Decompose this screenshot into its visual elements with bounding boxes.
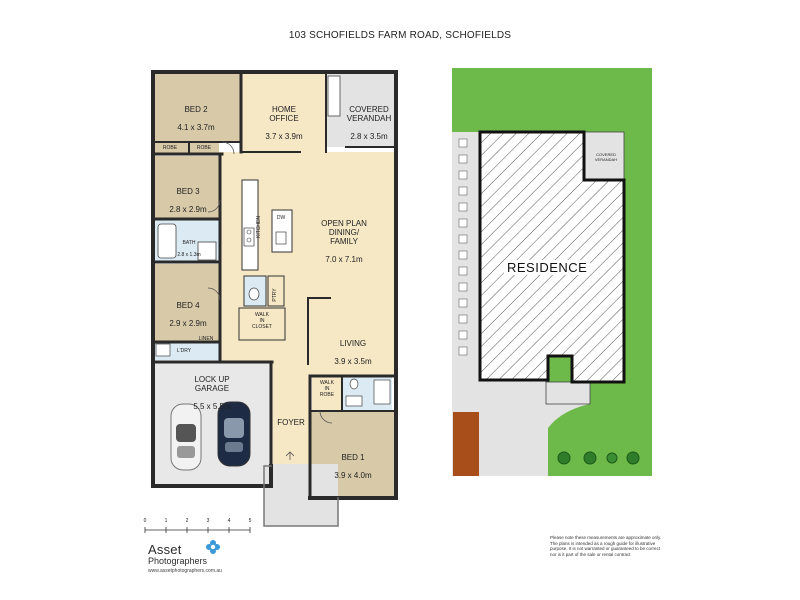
bed4-label: BED 4 2.9 x 2.9m [158,292,218,337]
home-office-name: HOME OFFICE [269,105,299,123]
scale-tick-2: 2 [185,518,189,524]
bed4-name: BED 4 [176,301,200,310]
kitchen-bench [241,179,259,271]
bed3-size: 2.8 x 2.9m [169,205,207,214]
walk-in-robe-label: WALK IN ROBE [319,380,335,398]
kitchen-label: KITCHEN [256,216,262,238]
bed1-label: BED 1 3.9 x 4.0m [318,444,388,489]
linen-label: LINEN [198,336,214,342]
bath-size: 2.8 x 1.3m [177,252,201,258]
ensuite-shower [373,379,391,405]
garage-size: 5.5 x 5.5m [193,402,231,411]
hallway-floor [219,152,239,342]
bed1-name: BED 1 [341,453,365,462]
verandah-label: COVERED VERANDAH 2.8 x 3.5m [340,96,398,150]
robe2-label: ROBE [196,145,212,151]
living-label: LIVING 3.9 x 3.5m [318,330,388,375]
ensuite-vanity [345,395,363,407]
home-office-size: 3.7 x 3.9m [265,132,303,141]
wir-floor [312,376,342,410]
pantry-box [267,275,285,307]
bed4-size: 2.9 x 2.9m [169,319,207,328]
garage-name: LOCK UP GARAGE [194,375,230,393]
scale-tick-3: 3 [206,518,210,524]
robe1-label: ROBE [162,145,178,151]
home-office-label: HOME OFFICE 3.7 x 3.9m [246,96,322,150]
brand-name: Asset [148,542,182,557]
car-blue [217,401,251,467]
laundry-tub [155,343,171,357]
path-below [545,381,591,405]
open-plan-size: 7.0 x 7.1m [325,255,363,264]
scale-tick-1: 1 [164,518,168,524]
paving-squares [458,138,468,356]
bed2-label: BED 2 4.1 x 3.7m [160,96,232,141]
bed2-floor [153,72,241,142]
home-office-floor [241,72,326,152]
verandah-name: COVERED VERANDAH [346,105,392,123]
bath-tub [157,223,177,259]
open-plan-label: OPEN PLAN DINING/ FAMILY 7.0 x 7.1m [312,210,376,273]
scale-bar [144,527,251,533]
scale-tick-4: 4 [227,518,231,524]
garden-plants [557,451,640,465]
cooktop-burner [246,229,252,235]
brand-subtitle: Photographers [148,556,208,566]
brand-logo: Asset Photographers www.assetphotographe… [148,542,258,574]
site-verandah-label: COVERED VERANDAH [594,152,618,162]
open-plan-name: OPEN PLAN DINING/ FAMILY [321,219,367,246]
brick-driveway [453,412,479,476]
ensuite-toilet [349,378,359,390]
dw-label: DW [276,215,286,221]
walls [151,70,398,527]
kitchen-sink [275,231,287,245]
bed3-label: BED 3 2.8 x 2.9m [158,178,218,223]
bed2-name: BED 2 [184,105,208,114]
logo-flower-mark [206,540,220,554]
pantry-label: PTRY [272,288,278,302]
disclaimer-text: Please note these measurements are appro… [550,535,662,557]
walk-in-closet-label: WALK IN CLOSET [251,312,272,330]
property-address-title: 103 SCHOFIELDS FARM ROAD, SCHOFIELDS [288,30,512,41]
ldry-label: L'DRY [176,348,192,354]
toilet-bowl [248,287,260,301]
kitchen-island [271,209,293,253]
garage-label: LOCK UP GARAGE 5.5 x 5.5m [170,366,254,420]
foyer-label: FOYER [277,418,305,427]
shower [197,241,217,261]
car-white [170,403,202,471]
bed1-size: 3.9 x 4.0m [334,471,372,480]
closet-box [238,307,286,341]
residence-outline [478,130,626,384]
verandah-size: 2.8 x 3.5m [350,132,388,141]
bed3-floor [153,156,219,218]
residence-label: RESIDENCE [504,260,591,275]
cooktop [243,227,255,247]
living-floor [308,298,394,376]
bath-name: BATH [182,240,196,246]
porch-floor [264,464,338,526]
brand-url: www.assetphotographers.com.au [148,568,222,574]
bath-label: BATH 2.8 x 1.3m [176,234,202,264]
bed4-floor [153,264,219,342]
bed3-name: BED 3 [176,187,200,196]
scale-tick-0: 0 [143,518,147,524]
path-curve [520,382,590,476]
cooktop-burner [246,237,252,243]
scale-tick-5: 5 [248,518,252,524]
door-swings [207,141,333,460]
living-name: LIVING [339,339,367,348]
verandah-bbq [327,75,341,117]
robe-floor [153,142,219,154]
bed2-size: 4.1 x 3.7m [177,123,215,132]
living-size: 3.9 x 3.5m [334,357,372,366]
foyer-floor [271,364,311,464]
